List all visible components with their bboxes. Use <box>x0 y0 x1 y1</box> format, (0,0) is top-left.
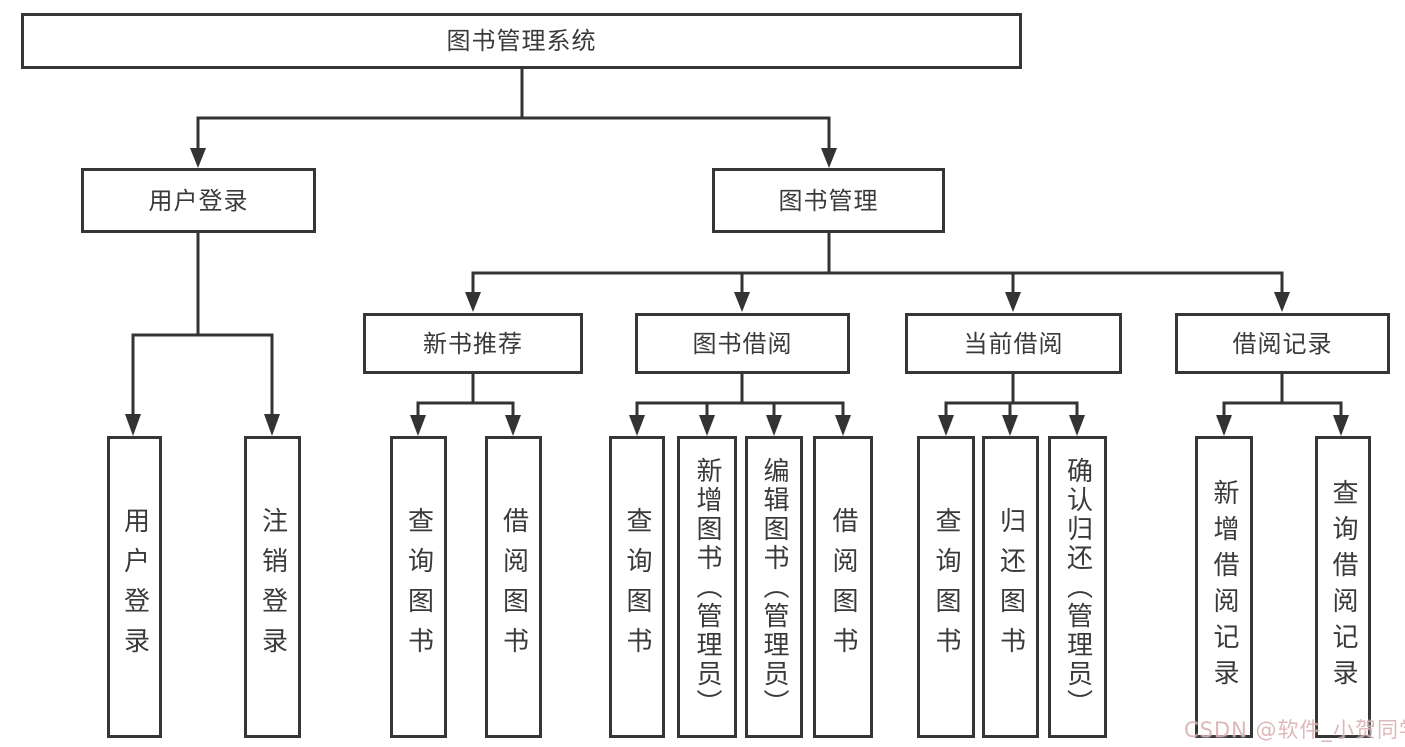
node-leaf-add-borrow-record: 新增借阅记录 <box>1195 436 1253 738</box>
node-label: 图书借阅 <box>692 329 793 358</box>
node-label: 编辑图书（管理员） <box>759 456 789 718</box>
connector-borrow-records-to-leaves <box>1216 374 1349 436</box>
node-new-book-recommendation: 新书推荐 <box>363 313 583 374</box>
node-label: 注销登录 <box>257 507 288 667</box>
node-label: 新书推荐 <box>423 329 523 358</box>
node-leaf-query-borrow-record: 查询借阅记录 <box>1315 436 1371 738</box>
connector-user-login-to-leaves <box>125 233 280 436</box>
connector-new-book-to-leaves <box>410 374 521 436</box>
node-leaf-add-books-admin: 新增图书（管理员） <box>677 436 737 738</box>
node-label: 借阅图书 <box>498 507 529 667</box>
connector-book-borrow-to-leaves <box>629 374 851 436</box>
node-label: 借阅记录 <box>1232 329 1333 358</box>
node-leaf-return-books: 归还图书 <box>982 436 1039 738</box>
node-label: 新增图书（管理员） <box>692 456 722 718</box>
node-leaf-query-books-3: 查询图书 <box>917 436 975 738</box>
node-leaf-borrow-books-1: 借阅图书 <box>485 436 542 738</box>
node-leaf-query-books-2: 查询图书 <box>609 436 665 738</box>
connector-root-to-level2 <box>190 68 837 168</box>
node-label: 借阅图书 <box>828 507 858 667</box>
node-label: 确认归还（管理员） <box>1062 456 1093 718</box>
node-book-borrowing: 图书借阅 <box>635 313 850 374</box>
node-label: 归还图书 <box>995 507 1026 667</box>
node-book-management-branch: 图书管理 <box>712 168 945 233</box>
node-user-login-branch: 用户登录 <box>81 168 316 233</box>
node-label: 图书管理系统 <box>446 27 597 55</box>
connector-book-mgmt-to-level3 <box>465 233 1290 312</box>
node-current-borrowing: 当前借阅 <box>905 313 1122 374</box>
csdn-watermark: CSDN @软件_小贺同学 <box>1184 718 1405 742</box>
node-label: 查询图书 <box>403 507 434 667</box>
node-borrowing-records: 借阅记录 <box>1175 313 1390 374</box>
node-label: 当前借阅 <box>963 329 1064 358</box>
node-leaf-confirm-return-admin: 确认归还（管理员） <box>1048 436 1107 738</box>
node-label: 用户登录 <box>119 507 150 667</box>
node-label: 查询借阅记录 <box>1328 479 1358 695</box>
node-label: 查询图书 <box>622 507 652 667</box>
node-label: 用户登录 <box>148 186 249 215</box>
node-label: 新增借阅记录 <box>1209 479 1239 695</box>
node-library-management-system: 图书管理系统 <box>21 13 1022 69</box>
node-leaf-borrow-books-2: 借阅图书 <box>813 436 873 738</box>
node-leaf-query-books-1: 查询图书 <box>390 436 447 738</box>
node-label: 查询图书 <box>931 507 961 667</box>
connector-current-borrow-to-leaves <box>938 374 1085 436</box>
node-leaf-edit-books-admin: 编辑图书（管理员） <box>745 436 803 738</box>
node-leaf-logout: 注销登录 <box>244 436 301 738</box>
node-label: 图书管理 <box>778 186 879 215</box>
node-leaf-user-login: 用户登录 <box>107 436 162 738</box>
